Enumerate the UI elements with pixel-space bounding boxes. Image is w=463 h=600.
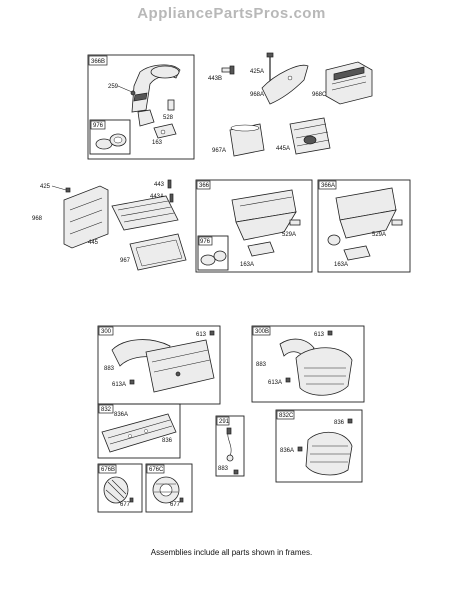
- label-445: 445: [88, 240, 99, 246]
- label-976: 976: [93, 123, 104, 129]
- assembly-frame-676b: 676B 677: [97, 463, 143, 513]
- assembly-frame-291: 291 883: [215, 415, 245, 477]
- assembly-frame-300: 300 613 883 613A: [97, 325, 221, 405]
- label-976-second: 976: [200, 239, 211, 245]
- label-836-second: 836: [334, 420, 345, 426]
- diagram-caption: Assemblies include all parts shown in fr…: [150, 548, 313, 557]
- muffler-part-300b: [295, 347, 353, 396]
- label-528: 528: [163, 115, 174, 121]
- label-967: 967: [120, 258, 131, 264]
- label-968a: 968A: [250, 92, 264, 98]
- label-529a: 529A: [282, 232, 296, 238]
- label-443a: 443A: [150, 194, 164, 200]
- label-163a-second: 163A: [334, 262, 348, 268]
- label-366a: 366A: [321, 183, 335, 189]
- label-832c: 832C: [279, 413, 294, 419]
- label-443b: 443B: [208, 76, 222, 82]
- label-366: 366: [199, 183, 210, 189]
- label-836a: 836A: [114, 412, 128, 418]
- precleaner-967: [129, 233, 187, 271]
- label-613a-second: 613A: [268, 380, 282, 386]
- label-443: 443: [154, 182, 165, 188]
- label-677: 677: [120, 502, 131, 508]
- label-366b: 366B: [91, 59, 105, 65]
- label-832: 832: [101, 407, 112, 413]
- label-836: 836: [162, 438, 173, 444]
- label-445a: 445A: [276, 146, 290, 152]
- label-677-second: 677: [170, 502, 181, 508]
- label-300b: 300B: [255, 329, 269, 335]
- label-967a: 967A: [212, 148, 226, 154]
- label-883: 883: [104, 366, 115, 372]
- cover-part-968a: [261, 64, 309, 105]
- label-676c: 676C: [149, 467, 164, 473]
- assembly-frame-832c: 832C 836 836A: [275, 409, 363, 483]
- label-883-third: 883: [218, 466, 229, 472]
- label-163: 163: [152, 140, 163, 146]
- label-613a: 613A: [112, 382, 126, 388]
- label-613: 613: [196, 332, 207, 338]
- label-163a: 163A: [240, 262, 254, 268]
- base-part-968: [63, 185, 109, 249]
- assembly-frame-366: 366 529A 163A 976: [195, 179, 313, 273]
- label-529a-second: 529A: [372, 232, 386, 238]
- assembly-frame-366b: 366B 259 528 163 976: [87, 54, 195, 160]
- site-watermark: AppliancePartsPros.com: [137, 5, 326, 22]
- label-425: 425: [40, 184, 51, 190]
- intake-elbow-part: [131, 64, 181, 113]
- label-968c: 968C: [312, 92, 327, 98]
- muffler-part-300: [145, 339, 215, 393]
- label-291: 291: [219, 419, 230, 425]
- loose-parts-left-middle: 425 968 443 443A 445 967: [32, 179, 187, 271]
- label-259: 259: [108, 84, 119, 90]
- label-968: 968: [32, 216, 43, 222]
- label-836a-second: 836A: [280, 448, 294, 454]
- assembly-frame-300b: 300B 613 883 613A: [251, 325, 365, 403]
- label-300: 300: [101, 329, 112, 335]
- muffler-guard-832: [101, 413, 177, 453]
- muffler-guard-832c: [305, 432, 353, 476]
- assembly-frame-366a: 366A 529A 163A: [317, 179, 411, 273]
- assembly-frame-676c: 676C 677: [145, 463, 193, 513]
- filter-panel-445: [111, 195, 179, 231]
- label-883-second: 883: [256, 362, 267, 368]
- label-676b: 676B: [101, 467, 115, 473]
- label-613-second: 613: [314, 332, 325, 338]
- assembly-frame-832: 832 836A 836: [97, 403, 181, 459]
- loose-parts-top-right: 443B 425A 968A 968C 967A 445A: [208, 52, 373, 157]
- label-425a: 425A: [250, 69, 264, 75]
- cover-part-968c: [325, 61, 373, 105]
